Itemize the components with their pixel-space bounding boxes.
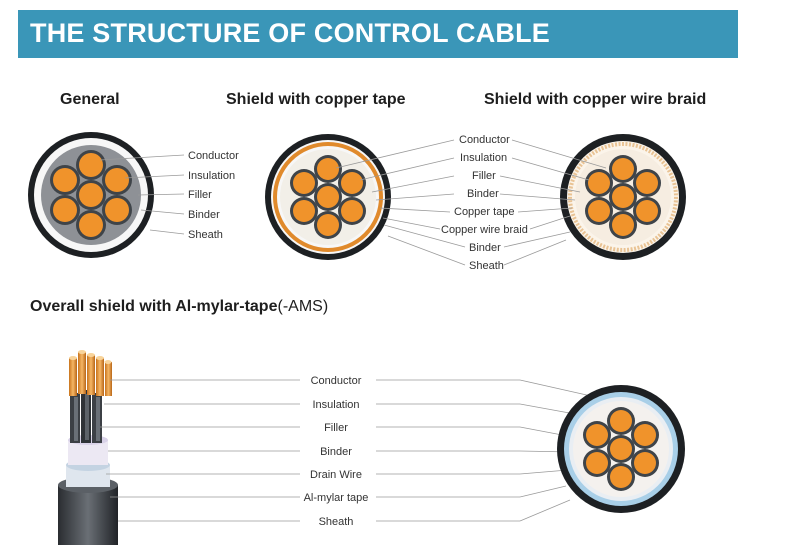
label-general-sheath: Sheath bbox=[188, 229, 223, 241]
heading-ams: Overall shield with Al-mylar-tape(-AMS) bbox=[30, 298, 328, 316]
cores-ams bbox=[583, 407, 659, 491]
cross-section-general: Conductor Insulation Filler Binder Sheat… bbox=[28, 132, 239, 258]
heading-copper-tape: Shield with copper tape bbox=[226, 91, 406, 108]
heading-ams-bold: Overall shield with Al-mylar-tape bbox=[30, 298, 278, 315]
label-general-binder: Binder bbox=[188, 209, 220, 221]
leaders-copper-braid bbox=[499, 139, 607, 266]
cores-general bbox=[50, 150, 132, 240]
label-tape-conductor: Conductor bbox=[459, 134, 510, 146]
leaders-copper-tape bbox=[335, 139, 466, 266]
cross-section-copper-tape: Conductor Insulation Filler Binder Coppe… bbox=[265, 134, 528, 272]
label-ams-al-mylar-tape: Al-mylar tape bbox=[304, 492, 369, 504]
label-ams-binder: Binder bbox=[320, 446, 352, 458]
label-ams-drain-wire: Drain Wire bbox=[310, 469, 362, 481]
label-ams-sheath: Sheath bbox=[319, 516, 354, 528]
label-ams-insulation: Insulation bbox=[312, 399, 359, 411]
page-title: THE STRUCTURE OF CONTROL CABLE bbox=[30, 18, 550, 48]
leaders-general bbox=[99, 154, 185, 235]
label-ams-conductor: Conductor bbox=[311, 375, 362, 387]
cores-copper-tape bbox=[290, 155, 366, 239]
ams-side-view bbox=[58, 350, 118, 545]
label-tape-copper-wire-braid: Copper wire braid bbox=[441, 224, 528, 236]
label-tape-sheath: Sheath bbox=[469, 260, 504, 272]
label-tape-insulation: Insulation bbox=[460, 152, 507, 164]
label-general-filler: Filler bbox=[188, 189, 212, 201]
heading-general: General bbox=[60, 91, 120, 108]
label-general-insulation: Insulation bbox=[188, 170, 235, 182]
label-tape-binder: Binder bbox=[467, 188, 499, 200]
cores-copper-braid bbox=[585, 155, 661, 239]
label-tape-copper-tape: Copper tape bbox=[454, 206, 515, 218]
title-banner: THE STRUCTURE OF CONTROL CABLE bbox=[18, 10, 738, 58]
label-general-conductor: Conductor bbox=[188, 150, 239, 162]
cross-section-copper-braid bbox=[499, 134, 686, 266]
label-ams-filler: Filler bbox=[324, 422, 348, 434]
cross-section-ams bbox=[557, 385, 685, 513]
label-tape-filler: Filler bbox=[472, 170, 496, 182]
label-tape-binder-2: Binder bbox=[469, 242, 501, 254]
heading-copper-braid: Shield with copper wire braid bbox=[484, 91, 707, 108]
leaders-ams-left bbox=[100, 379, 300, 522]
heading-ams-light: (-AMS) bbox=[277, 298, 329, 315]
